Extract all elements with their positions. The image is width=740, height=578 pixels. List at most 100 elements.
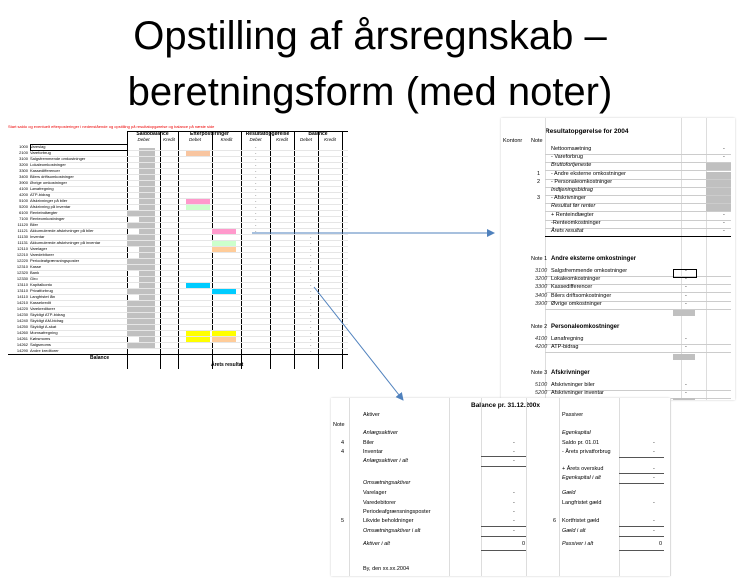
asset-line-value: -	[513, 500, 515, 506]
income-grey-cell	[706, 196, 731, 204]
balance-sum-rule	[481, 550, 526, 551]
income-row-line	[545, 195, 731, 196]
worksheet-dash: -	[310, 234, 312, 239]
account-name: Renteindtægter	[30, 210, 58, 215]
balance-title: Balance pr. 31.12.200x	[471, 402, 541, 409]
liability-line-label: Kortfristet gæld	[562, 518, 600, 524]
account-name: Skyldigt AM-bidrag	[30, 318, 64, 323]
account-number: 4100	[19, 186, 28, 191]
note-row-line	[545, 284, 731, 286]
worksheet-column-line	[241, 131, 242, 369]
worksheet-subheader: Debet	[137, 137, 150, 142]
balance-sum-rule	[481, 466, 526, 467]
account-number: 14220	[16, 306, 28, 311]
income-grey-cell	[673, 354, 695, 360]
trial-balance-worksheet: Start saldo og eventuelt efterposteringe…	[8, 124, 358, 372]
worksheet-dash: -	[255, 180, 257, 185]
worksheet-row-line	[30, 162, 348, 163]
balance-sum-rule	[619, 483, 664, 484]
worksheet-row-line	[30, 234, 348, 235]
note-line-value: -	[685, 276, 687, 283]
account-name: Salgsfremmende omkostninger	[30, 156, 86, 161]
note-column-header: Note	[531, 138, 543, 144]
worksheet-posting-cell	[212, 336, 236, 342]
income-grey-cell	[706, 171, 731, 179]
worksheet-top-rule	[127, 131, 348, 132]
worksheet-column-line	[160, 131, 161, 369]
account-name: Varekreditorer	[30, 306, 56, 311]
worksheet-dash: -	[310, 276, 312, 281]
account-name: Periodeafgrænsningsposter	[30, 258, 80, 263]
account-number: 12310	[16, 264, 28, 269]
account-name: Langfristet lån	[30, 294, 56, 299]
worksheet-row-line	[30, 294, 348, 295]
worksheet-dash: -	[310, 318, 312, 323]
worksheet-dash: -	[310, 270, 312, 275]
worksheet-dash: -	[310, 300, 312, 305]
note-account: 4200	[535, 344, 548, 351]
account-number: 13110	[17, 282, 28, 287]
account-number: 12320	[16, 270, 28, 275]
account-number: 14290	[16, 348, 28, 353]
income-col-line	[681, 118, 682, 400]
income-row-line	[545, 211, 731, 213]
note-line-label: Øvrige omkostninger	[551, 300, 602, 307]
account-number: 2100	[19, 150, 28, 155]
income-line-label: - Afskrivninger	[551, 195, 586, 202]
account-number: 14261	[16, 336, 28, 341]
income-line-label: - Andre eksterne omkostninger	[551, 170, 626, 177]
balance-note-header: Note	[333, 422, 345, 428]
account-name: Lokaleomkostninger	[30, 162, 66, 167]
asset-line-label: Omsætningsaktiver i alt	[363, 528, 421, 534]
income-selected-cell[interactable]	[673, 269, 697, 278]
balance-col-line	[481, 398, 482, 576]
liability-line-label: + Årets overskud	[562, 466, 604, 472]
account-name: Biler	[30, 222, 39, 227]
liability-line-value: -	[653, 528, 655, 534]
note-line-value: -	[685, 292, 687, 299]
worksheet-column-line	[294, 131, 295, 369]
asset-line-value: -	[513, 509, 515, 515]
asset-line-label: Periodeafgrænsningsposter	[363, 509, 431, 515]
income-col-line	[545, 118, 546, 400]
worksheet-selected-cell	[30, 144, 128, 151]
income-line-label: Bruttofortjeneste	[551, 162, 592, 169]
income-line-label: - Personaleomkostninger	[551, 178, 613, 185]
asset-line-value: -	[513, 518, 515, 524]
income-row-line	[545, 186, 731, 188]
worksheet-dash: -	[255, 162, 257, 167]
account-name: Lønafregning	[30, 186, 54, 191]
account-number: 14250	[16, 324, 28, 329]
liability-line-value: 0	[659, 541, 663, 547]
balance-sum-rule	[619, 457, 664, 458]
worksheet-subheader: Kredit	[163, 137, 175, 142]
worksheet-dash: -	[310, 312, 312, 317]
note-account: 3200	[535, 276, 548, 283]
income-row-line	[545, 178, 731, 180]
liability-note-ref: 6	[553, 518, 557, 524]
liabilities-header: Passiver	[562, 412, 584, 418]
account-number: 12210	[16, 252, 28, 257]
worksheet-dash: -	[255, 174, 257, 179]
note-account: 5100	[535, 382, 548, 388]
note-line-label: Afskrivninger biler	[551, 382, 595, 388]
account-name: Afskrivninger på biler	[30, 198, 68, 203]
income-subtotal-rule	[545, 236, 731, 237]
asset-line-label: Anlægsaktiver i alt	[363, 458, 408, 464]
balance-sum-rule	[619, 536, 664, 537]
account-name: Bank	[30, 270, 40, 275]
asset-line-value: 0	[522, 541, 526, 547]
worksheet-posting-cell	[212, 240, 236, 246]
worksheet-dash: -	[255, 222, 257, 227]
worksheet-column-line	[178, 131, 179, 369]
worksheet-row-line	[30, 222, 348, 223]
